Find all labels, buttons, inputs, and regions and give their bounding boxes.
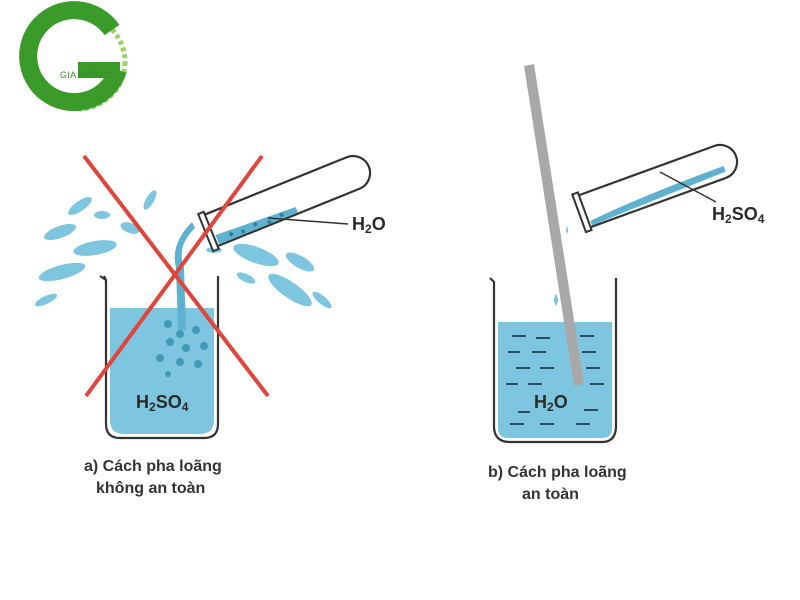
caption-a: a) Cách pha loãng không an toàn <box>84 456 222 500</box>
liquid-dashes <box>506 335 604 425</box>
drip-2 <box>566 226 568 234</box>
logo-g-bar <box>78 62 120 78</box>
pointer-line-b <box>659 171 717 203</box>
test-tube-b <box>570 143 739 234</box>
tube-b-liquid <box>590 165 726 226</box>
logo-g-arc <box>19 1 127 112</box>
label-a-beaker: H2SO4 <box>136 392 189 414</box>
drip <box>554 294 558 306</box>
tube-a-glass <box>204 154 372 248</box>
test-tube-a <box>196 154 372 253</box>
tube-b-rim <box>570 191 593 234</box>
caption-b-line2: an toàn <box>522 486 579 503</box>
tube-b-glass <box>578 143 739 229</box>
glass-rod <box>524 64 584 386</box>
logo <box>19 1 128 112</box>
pointer-line-a <box>267 217 349 225</box>
caption-a-line1: a) Cách pha loãng <box>84 458 222 475</box>
beaker-b-glass <box>489 277 618 444</box>
caption-a-line2: không an toàn <box>96 480 206 497</box>
caption-b: b) Cách pha loãng an toàn <box>488 462 627 506</box>
bubbles <box>156 320 208 377</box>
panel-b <box>489 64 739 444</box>
label-b-pour: H2SO4 <box>712 204 765 226</box>
label-a-pour: H2O <box>352 214 386 236</box>
beaker-a-lip <box>99 275 107 281</box>
beaker-a-liquid <box>110 308 214 434</box>
water-stream <box>174 222 195 330</box>
panel-a <box>34 154 372 440</box>
logo-brand-text: GIA HOÀNG <box>60 70 114 80</box>
caption-b-line1: b) Cách pha loãng <box>488 464 627 481</box>
label-b-beaker: H2O <box>534 392 568 414</box>
beaker-b-liquid <box>498 322 612 438</box>
cross-line-2 <box>84 154 264 398</box>
beaker-a-glass <box>103 275 220 440</box>
